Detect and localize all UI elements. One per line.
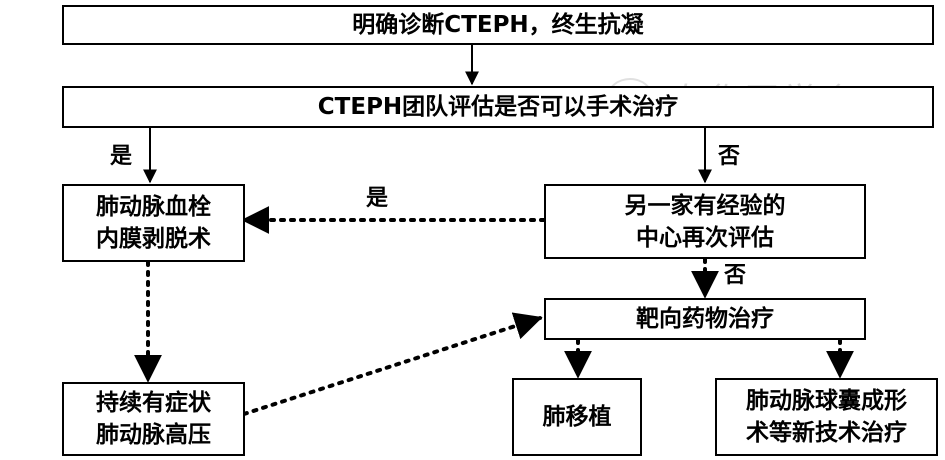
node-bpa-line2: 术等新技术治疗 <box>746 420 907 446</box>
node-persistent-ph: 持续有症状 肺动脉高压 <box>62 382 245 456</box>
node-team-eval-text: CTEPH团队评估是否可以手术治疗 <box>317 94 679 120</box>
node-targeted-therapy: 靶向药物治疗 <box>544 298 866 340</box>
node-second-center-line1: 另一家有经验的 <box>624 192 786 219</box>
node-bpa: 肺动脉球囊成形 术等新技术治疗 <box>715 378 938 456</box>
node-persistent-ph-line1: 持续有症状 <box>96 390 211 416</box>
node-lung-transplant: 肺移植 <box>512 378 642 456</box>
edge-label-yes-left: 是 <box>110 144 133 169</box>
node-second-center: 另一家有经验的 中心再次评估 <box>544 184 866 259</box>
node-diagnosis-text: 明确诊断CTEPH，终生抗凝 <box>352 12 644 38</box>
node-targeted-therapy-text: 靶向药物治疗 <box>636 306 774 332</box>
node-pea-line1: 肺动脉血栓 <box>96 194 211 220</box>
edge-label-no-right: 否 <box>718 144 741 169</box>
node-pea: 肺动脉血栓 内膜剥脱术 <box>62 184 245 262</box>
edge-label-yes-dotted: 是 <box>366 186 389 211</box>
node-team-eval: CTEPH团队评估是否可以手术治疗 <box>62 86 934 128</box>
node-bpa-line1: 肺动脉球囊成形 <box>746 388 907 414</box>
node-pea-line2: 内膜剥脱术 <box>96 226 211 252</box>
node-second-center-line2: 中心再次评估 <box>636 224 774 251</box>
node-diagnosis: 明确诊断CTEPH，终生抗凝 <box>62 5 934 45</box>
edge-persistent-to-targeted <box>242 312 543 416</box>
node-lung-transplant-text: 肺移植 <box>542 404 612 430</box>
node-persistent-ph-line2: 肺动脉高压 <box>96 422 211 448</box>
edge-label-no-dotted: 否 <box>724 263 747 288</box>
